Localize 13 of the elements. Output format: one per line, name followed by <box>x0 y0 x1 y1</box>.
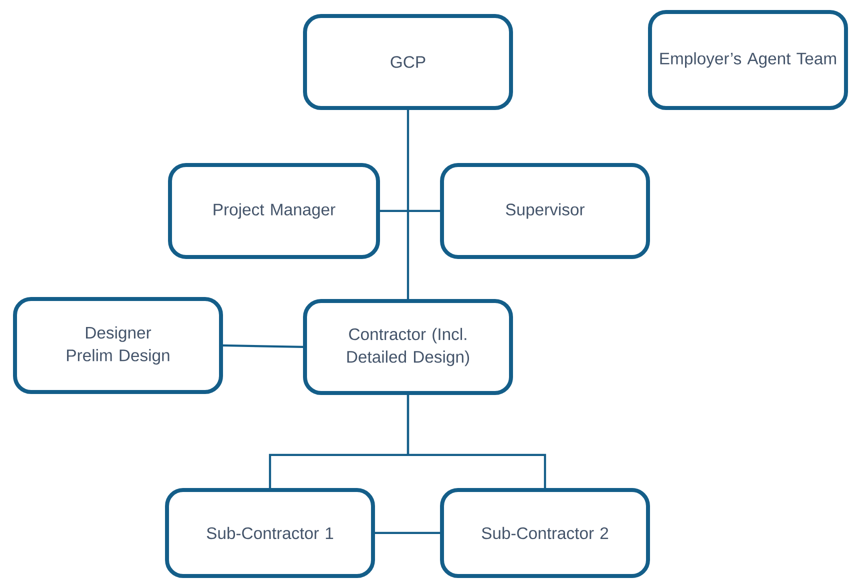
connector-line <box>223 344 304 348</box>
org-box: Designer Prelim Design <box>13 297 223 394</box>
org-box: Sub-Contractor 1 <box>165 488 375 578</box>
connector-line <box>406 395 546 488</box>
org-box: Project Manager <box>168 163 380 259</box>
org-box: Supervisor <box>440 163 650 259</box>
org-box: GCP <box>303 14 513 110</box>
connector-line <box>406 110 410 299</box>
org-box: Sub-Contractor 2 <box>440 488 650 578</box>
connector-line <box>375 532 440 534</box>
connector-line <box>380 210 440 212</box>
org-box: Employer’s Agent Team <box>648 10 848 110</box>
org-box: Contractor (Incl. Detailed Design) <box>303 299 513 395</box>
